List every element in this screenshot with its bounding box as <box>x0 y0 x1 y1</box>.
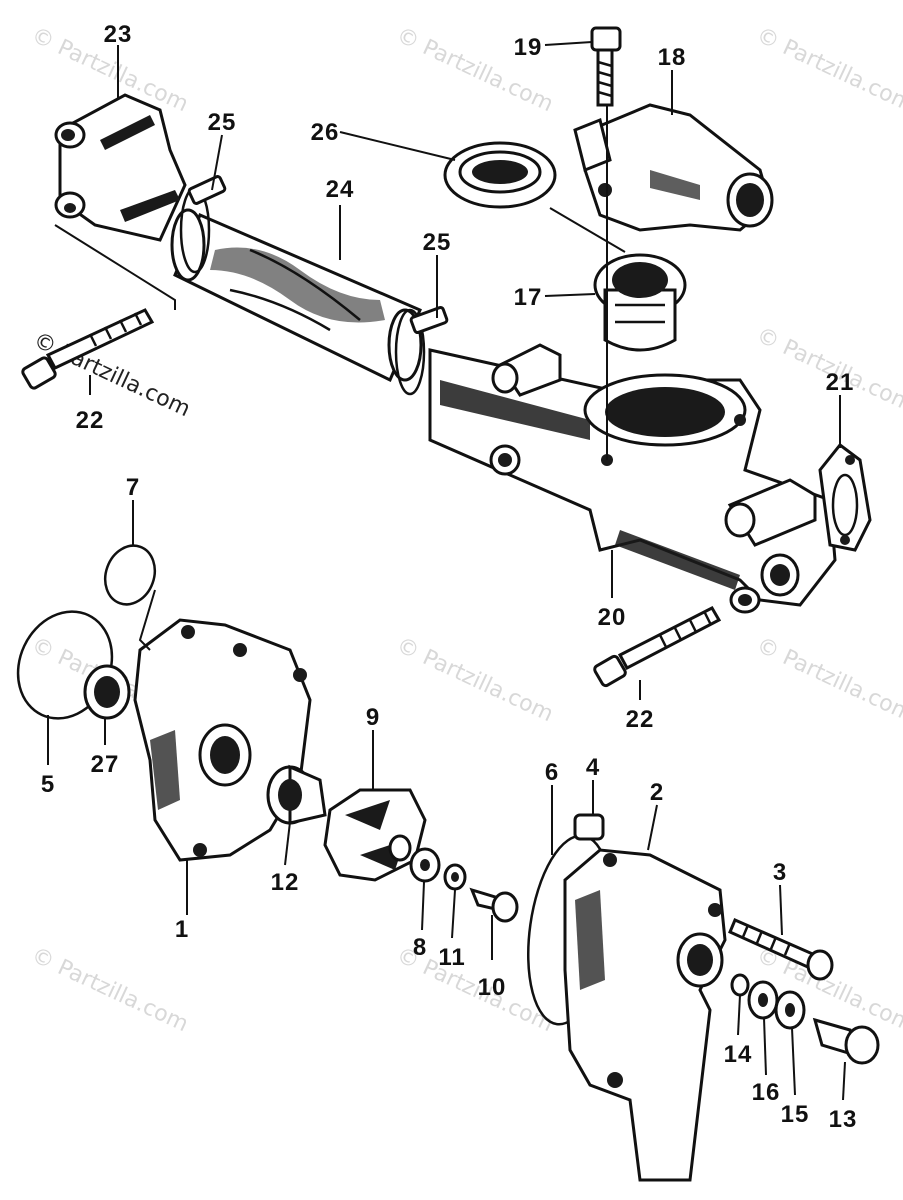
callout-22-right: 22 <box>626 706 655 733</box>
part-17-thermostat <box>593 253 687 352</box>
part-26-seal-ring <box>443 141 557 209</box>
callout-25-right: 25 <box>423 229 452 256</box>
callout-20: 20 <box>598 604 627 631</box>
part-21-gasket <box>818 442 872 552</box>
callout-3: 3 <box>773 859 787 886</box>
callout-11: 11 <box>438 944 465 971</box>
part-22-bolt-right <box>593 606 722 688</box>
part-7-o-ring <box>103 544 157 606</box>
part-14-washer <box>730 973 750 997</box>
callout-14: 14 <box>724 1041 753 1068</box>
callout-6: 6 <box>545 759 559 786</box>
part-1-pump-body <box>133 618 312 862</box>
callout-16: 16 <box>752 1079 781 1106</box>
part-20-thermostat-housing-pipe <box>428 343 837 614</box>
callout-7: 7 <box>126 474 140 501</box>
callout-4: 4 <box>586 754 600 781</box>
callout-labels: 1 2 3 4 5 6 7 8 9 10 11 12 13 14 15 16 1… <box>41 21 858 1133</box>
callout-12: 12 <box>271 869 300 896</box>
callout-1: 1 <box>175 916 189 943</box>
callout-5: 5 <box>41 771 55 798</box>
part-22-bolt-left <box>21 308 155 390</box>
callout-15: 15 <box>781 1101 810 1128</box>
part-25-hose-clamp-left <box>179 175 227 274</box>
watermark: © Partzilla.com <box>752 23 903 117</box>
callout-21: 21 <box>826 369 855 396</box>
part-11-washer <box>443 863 467 891</box>
callout-13: 13 <box>829 1106 858 1133</box>
part-9-impeller <box>323 788 427 882</box>
part-23-outlet-pipe <box>54 93 187 242</box>
part-18-thermostat-cover <box>573 103 774 232</box>
part-16-washer <box>747 980 779 1020</box>
callout-27: 27 <box>91 751 120 778</box>
watermark: © Partzilla.com <box>752 633 903 727</box>
callout-23: 23 <box>104 21 133 48</box>
part-12-mechanical-seal <box>266 764 327 825</box>
callout-18: 18 <box>658 44 687 71</box>
part-3-bolt <box>728 918 834 981</box>
callout-10: 10 <box>478 974 507 1001</box>
part-13-drain-bolt <box>812 1017 880 1065</box>
callout-24: 24 <box>326 176 355 203</box>
part-2-pump-cover <box>563 848 727 1182</box>
callout-2: 2 <box>650 779 664 806</box>
callout-25-left: 25 <box>208 109 237 136</box>
callout-26: 26 <box>311 119 340 146</box>
leader-lines <box>47 41 846 1101</box>
callout-9: 9 <box>366 704 380 731</box>
callout-19: 19 <box>514 34 543 61</box>
callout-22-left: 22 <box>76 407 105 434</box>
part-15-washer <box>774 990 806 1030</box>
part-19-bolt <box>590 26 622 460</box>
part-27-seal <box>83 664 131 720</box>
callout-8: 8 <box>413 934 427 961</box>
callout-17: 17 <box>514 284 543 311</box>
part-10-bolt <box>469 887 519 923</box>
part-8-washer <box>409 847 441 883</box>
part-4-dowel-pin <box>573 813 605 841</box>
watermark: © Partzilla.com <box>27 943 191 1037</box>
watermark: © Partzilla.com <box>392 633 556 727</box>
